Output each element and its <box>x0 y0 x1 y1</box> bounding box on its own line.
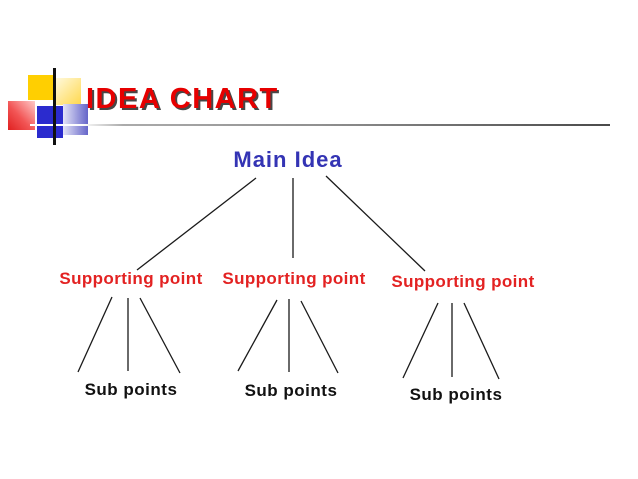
decoration-vertical-line <box>53 68 56 145</box>
blue-square-icon <box>37 106 63 138</box>
supporting-point-label-2: Supporting point <box>222 269 366 288</box>
supporting-point-label-3: Supporting point <box>391 272 535 291</box>
connector-branch3-sub-left <box>402 302 439 379</box>
slide-title: IDEA CHART <box>86 83 279 115</box>
sub-points-label-2: Sub points <box>244 381 338 400</box>
light-blue-square-icon <box>63 104 88 135</box>
main-idea-label: Main Idea <box>233 147 343 172</box>
connector-branch2-sub-right <box>300 300 339 374</box>
connector-branch1-sub-right <box>139 297 181 374</box>
sub-points-label-1: Sub points <box>84 380 178 399</box>
connector-branch3-sub-right <box>463 302 500 380</box>
supporting-point-label-1: Supporting point <box>59 269 203 288</box>
sub-points-label-3: Sub points <box>409 385 503 404</box>
title-underline-rule <box>30 124 610 126</box>
connector-main-to-branch-1 <box>136 177 257 271</box>
connector-main-to-branch-3 <box>325 175 426 272</box>
connector-branch2-sub-left <box>237 299 278 372</box>
connector-branch1-sub-left <box>77 296 113 373</box>
pale-yellow-square-icon <box>56 78 81 105</box>
gold-square-icon <box>28 75 54 100</box>
